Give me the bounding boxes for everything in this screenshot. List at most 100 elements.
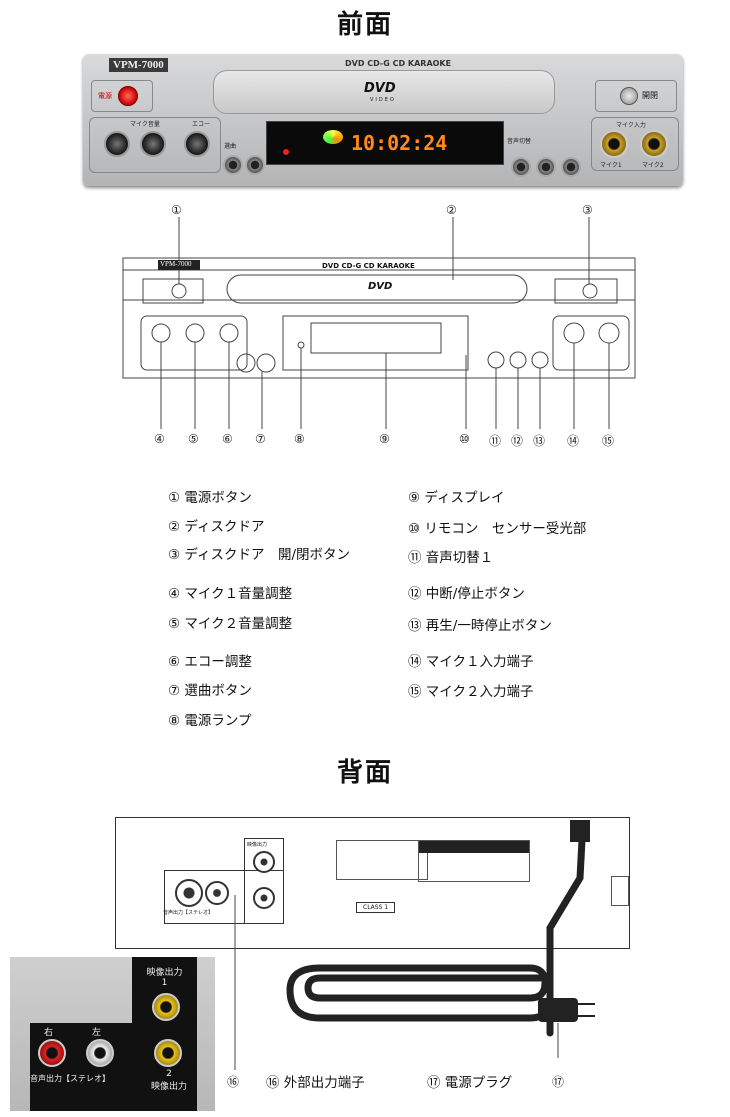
legend-item: ③ ディスクドア 開/閉ボタン [168,547,350,563]
video-out-2-jack [253,887,275,909]
audio-switch-button[interactable] [511,157,531,177]
select-next-button[interactable] [245,155,265,175]
warning-label [418,840,530,882]
legend-item: ② ディスクドア [168,519,265,535]
echo-label: エコー [192,121,211,128]
mic-input-label: マイク入力 [616,122,646,129]
s-video-jack [175,879,203,907]
legend-item: ⑩ リモコン センサー受光部 [408,521,587,537]
legend-item: ⑦ 選曲ボタン [168,683,252,699]
mic1-volume-knob[interactable] [104,131,130,157]
select-prev-button[interactable] [223,155,243,175]
mic1-label: マイク1 [600,162,622,169]
power-label: 電源 [98,92,112,100]
callout-7: ⑦ [255,432,266,446]
mic2-volume-knob[interactable] [140,131,166,157]
callout-5: ⑤ [188,432,199,446]
callout-12: ⑫ [511,434,524,448]
mic2-label: マイク2 [642,162,664,169]
dvd-logo: DVD [364,81,396,96]
audio-video-plate: 右 左 音声出力【ステレオ】 2 映像出力 [30,1023,197,1111]
callout-17: ⑰ [552,1075,565,1089]
class1-label: CLASS 1 [356,902,396,913]
callout-8: ⑧ [294,432,305,446]
legend-17: ⑰ 電源プラグ [427,1075,513,1091]
video-out-plate: 映像出力 1 [132,957,197,1023]
callout-14: ⑭ [567,434,580,448]
legend-item: ① 電源ボタン [168,490,252,506]
back-title: 背面 [336,758,393,788]
photo-left-label: 左 [92,1028,102,1038]
mic-volume-area: マイク音量 エコー [89,117,221,173]
photo-audio-right-jack [38,1039,66,1067]
legend-item: ⑤ マイク２音量調整 [168,616,293,632]
legend-item: ⑬ 再生/一時停止ボタン [408,618,552,634]
leader-16 [234,895,236,1070]
photo-audio-label: 音声出力【ステレオ】 [30,1074,110,1083]
power-button[interactable] [118,86,138,106]
legend-item: ⑭ マイク１入力端子 [408,654,534,670]
mic1-jack[interactable] [600,130,628,158]
audio-out-block: 音声出力【ステレオ】 [163,870,284,924]
callout-13: ⑬ [533,434,546,448]
video-out-block: 映像出力 [244,838,284,924]
callout-2: ② [446,203,457,217]
drawing-model-badge: VPM-7000 [160,260,192,268]
audio-switch-label: 音声切替 [507,138,532,145]
callout-4: ④ [154,432,165,446]
photo-right-label: 右 [44,1028,54,1038]
front-panel-photo: VPM-7000 DVD CD-G CD KARAOKE DVD VIDEO 電… [83,54,683,186]
open-close-label: 開閉 [642,91,658,100]
legend-item: ⑧ 電源ランプ [168,713,252,729]
front-title: 前面 [336,10,393,40]
legend-item: ④ マイク１音量調整 [168,586,293,602]
echo-knob[interactable] [184,131,210,157]
front-line-drawing [122,217,636,429]
select-label: 選曲 [224,143,237,150]
play-pause-button[interactable] [561,157,581,177]
power-lamp [283,149,289,155]
rear-tag [611,876,629,906]
disc-tray: DVD VIDEO [213,70,555,114]
photo-video1-jack [152,993,180,1021]
photo-audio-left-jack [86,1039,114,1067]
legend-item: ⑮ マイク２入力端子 [408,684,534,700]
open-close-area: 開閉 [595,80,677,112]
callout-15: ⑮ [602,434,615,448]
video-out-1-jack [253,851,275,873]
audio-out-label: 音声出力【ステレオ】 [163,910,214,916]
legend-item: ⑪ 音声切替１ [408,550,494,566]
model-badge: VPM-7000 [109,58,168,72]
drawing-front-label: DVD CD-G CD KARAOKE [322,262,415,270]
spec-label [336,840,428,880]
callout-3: ③ [582,203,593,217]
rear-jack-photo: 映像出力 1 右 左 音声出力【ステレオ】 2 映像出力 [10,957,215,1111]
video-out-label: 映像出力 [247,842,268,848]
warning-header [419,841,529,853]
dvd-video-label: VIDEO [370,97,396,103]
mic2-jack[interactable] [640,130,668,158]
stop-button[interactable] [536,157,556,177]
drawing-dvd-logo: DVD [368,281,393,292]
callout-9: ⑨ [379,432,390,446]
callout-16: ⑯ [227,1075,240,1089]
photo-video2-jack [154,1039,182,1067]
callout-6: ⑥ [222,432,233,446]
mic-input-area: マイク入力 マイク1 マイク2 [591,117,679,171]
legend-item: ⑫ 中断/停止ボタン [408,586,525,602]
legend-16: ⑯ 外部出力端子 [266,1075,365,1091]
photo-video2-label: 2 映像出力 [150,1069,187,1092]
disc-icon [323,130,343,144]
rear-panel-drawing: 音声出力【ステレオ】 映像出力 CLASS 1 [115,817,630,949]
callout-1: ① [171,203,182,217]
callout-11: ⑪ [489,434,502,448]
display-time: 10:02:24 [351,131,448,155]
open-close-button[interactable] [620,87,638,105]
callout-10: ⑩ [459,432,470,446]
mic-volume-label: マイク音量 [130,121,160,128]
legend-item: ⑨ ディスプレイ [408,490,505,506]
audio-right-jack [205,881,229,905]
photo-video1-label: 映像出力 1 [146,968,183,988]
button-labels: 音声切替 [507,136,597,145]
front-label: DVD CD-G CD KARAOKE [345,59,452,68]
